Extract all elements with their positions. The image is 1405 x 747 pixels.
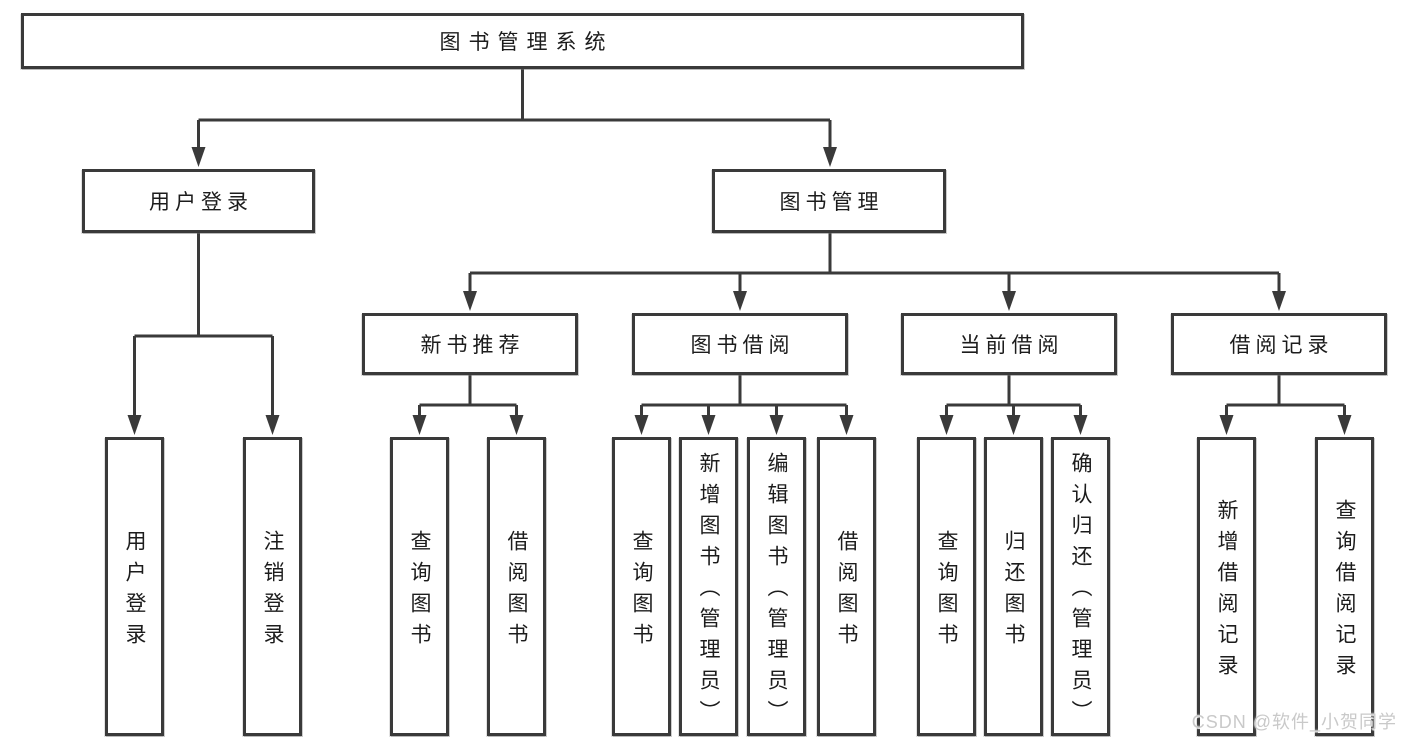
node-label: 图书管理 [779,191,884,214]
node-borrow-records: 借阅记录 [1171,313,1387,375]
leaf-query-books-recommend: 查询图书 [390,437,449,736]
node-label: 新增图书（管理员） [697,452,720,731]
node-label: 查询图书 [630,529,653,654]
leaf-query-books: 查询图书 [612,437,671,736]
leaf-query-books-current: 查询图书 [917,437,976,736]
node-label: 图书借阅 [690,334,795,357]
leaf-user-login: 用户登录 [105,437,164,736]
node-label: 编辑图书（管理员） [765,452,788,731]
node-label: 新增借阅记录 [1215,498,1238,685]
node-new-book-recommend: 新书推荐 [362,313,578,375]
node-label: 查询图书 [935,529,958,654]
node-label: 注销登录 [261,529,284,654]
node-label: 用户登录 [123,529,146,654]
leaf-borrow-books: 借阅图书 [817,437,876,736]
node-label: 查询借阅记录 [1333,498,1356,685]
node-library-management-system: 图书管理系统 [21,13,1024,69]
node-label: 归还图书 [1002,529,1025,654]
node-label: 当前借阅 [959,334,1064,357]
leaf-add-books-admin: 新增图书（管理员） [679,437,738,736]
leaf-logout: 注销登录 [243,437,302,736]
node-label: 查询图书 [408,529,431,654]
node-label: 确认归还（管理员） [1069,452,1092,731]
node-label: 借阅记录 [1229,334,1334,357]
leaf-query-borrow-record: 查询借阅记录 [1315,437,1374,736]
node-book-management-branch: 图书管理 [712,169,946,233]
csdn-watermark: CSDN @软件_小贺同学 [1191,712,1397,732]
node-label: 图书管理系统 [439,31,614,54]
node-label: 借阅图书 [505,529,528,654]
leaf-borrow-books-recommend: 借阅图书 [487,437,546,736]
node-book-borrow: 图书借阅 [632,313,848,375]
leaf-add-borrow-record: 新增借阅记录 [1197,437,1256,736]
node-label: 新书推荐 [420,334,525,357]
node-user-login-branch: 用户登录 [82,169,315,233]
node-current-borrow: 当前借阅 [901,313,1117,375]
node-label: 用户登录 [149,191,253,214]
node-label: 借阅图书 [835,529,858,654]
leaf-return-books: 归还图书 [984,437,1043,736]
leaf-confirm-return-admin: 确认归还（管理员） [1051,437,1110,736]
leaf-edit-books-admin: 编辑图书（管理员） [747,437,806,736]
